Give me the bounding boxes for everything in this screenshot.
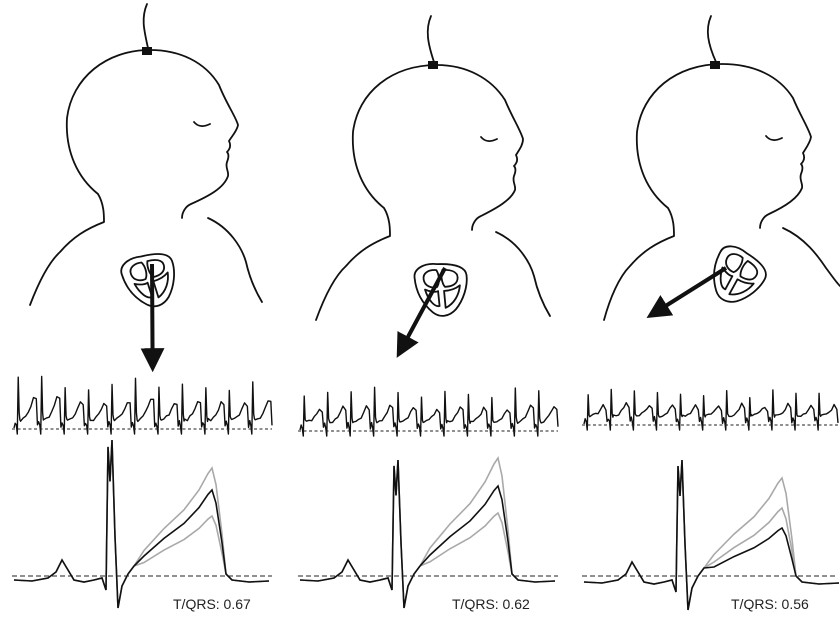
electrode-wire	[144, 4, 148, 48]
averaged-beat-dark	[14, 440, 269, 608]
panel-left: T/QRS: 0.67	[12, 4, 272, 612]
closed-eye	[194, 122, 210, 126]
rhythm-strip	[12, 376, 272, 434]
head-outline	[30, 50, 238, 305]
averaged-beat-dark	[584, 460, 839, 610]
rhythm-trace	[300, 387, 558, 436]
electrode-wire	[428, 16, 434, 62]
rhythm-strip	[582, 389, 838, 430]
averaged-beat-light-lower	[300, 460, 555, 608]
averaged-beat-light-upper	[14, 440, 269, 608]
averaged-beats: T/QRS: 0.67	[12, 440, 272, 612]
electrode-wire	[708, 16, 716, 62]
rhythm-strip	[298, 387, 558, 436]
rhythm-trace	[14, 376, 272, 434]
closed-eye	[481, 137, 497, 141]
averaged-beat-light-upper	[300, 458, 555, 608]
shoulder-outline	[496, 232, 550, 316]
shoulder-outline	[208, 218, 262, 302]
panel-right: T/QRS: 0.56	[582, 16, 840, 612]
t-qrs-ratio-label: T/QRS: 0.56	[731, 596, 809, 612]
closed-eye	[766, 136, 782, 140]
averaged-beat-light-lower	[14, 440, 269, 608]
head-outline	[316, 65, 523, 320]
averaged-beats: T/QRS: 0.56	[582, 460, 839, 612]
electrical-axis-arrow	[152, 264, 153, 361]
t-qrs-ratio-label: T/QRS: 0.67	[173, 596, 251, 612]
t-qrs-ratio-label: T/QRS: 0.62	[452, 596, 530, 612]
panel-middle: T/QRS: 0.62	[298, 16, 558, 612]
averaged-beats: T/QRS: 0.62	[298, 458, 558, 612]
infant-silhouette	[604, 16, 840, 320]
infant-silhouette	[30, 4, 262, 305]
averaged-beat-dark	[300, 460, 555, 608]
shoulder-outline	[783, 228, 840, 286]
infant-silhouette	[316, 16, 550, 320]
rhythm-trace	[584, 389, 838, 430]
averaged-beat-light-lower	[584, 460, 839, 610]
averaged-beat-light-upper	[584, 460, 839, 610]
